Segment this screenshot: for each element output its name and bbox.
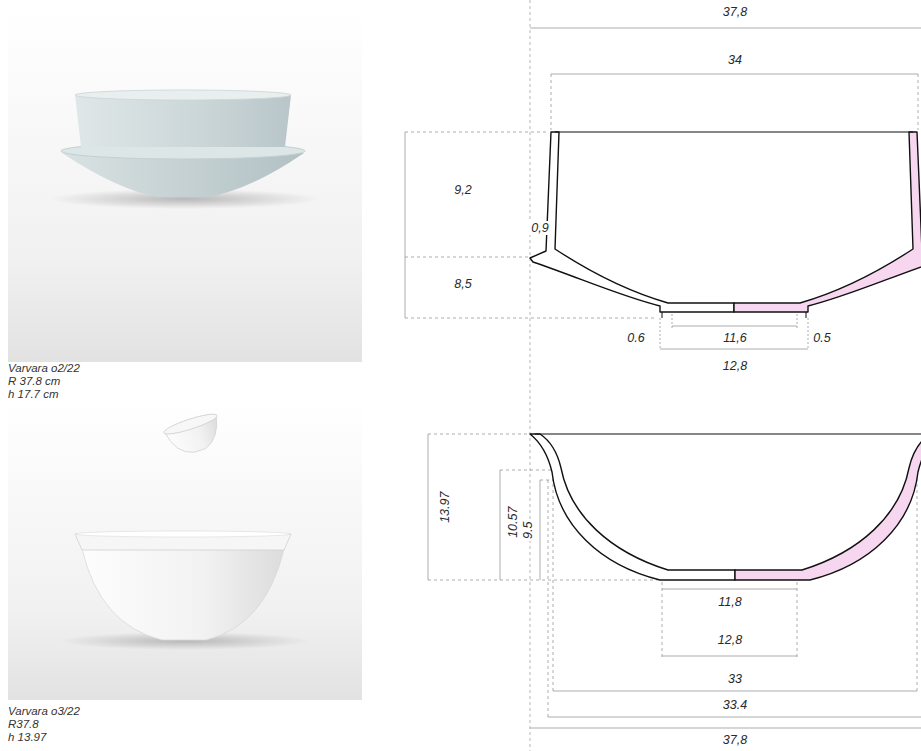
dimension-label: 9,2	[452, 183, 473, 197]
dimension-line	[662, 589, 797, 590]
dimension-line	[548, 717, 921, 718]
bowl-rim	[75, 90, 291, 100]
dimension-label: 12,8	[716, 633, 744, 647]
extension-line	[660, 318, 661, 350]
dimension-label: 33.4	[721, 698, 749, 712]
small-bowl-rim	[162, 411, 218, 438]
dimension-line	[530, 28, 921, 29]
dimension-line	[551, 74, 918, 75]
caption-text: R37.8	[8, 718, 39, 731]
extension-line	[548, 480, 549, 718]
rim-line	[535, 433, 921, 434]
dimension-line	[405, 132, 406, 318]
dimension-lines	[405, 28, 921, 350]
dimension-label: 0.5	[811, 331, 832, 345]
caption-text: R 37.8 cm	[8, 375, 60, 388]
extension-line	[662, 582, 663, 660]
section-mirror	[735, 434, 921, 580]
section-wall	[530, 434, 735, 580]
dimension-label: 33	[726, 672, 744, 686]
section-wall	[734, 132, 921, 312]
section-wall	[530, 132, 734, 312]
extension-line	[405, 318, 656, 319]
bowl-wall	[75, 95, 291, 147]
extension-line	[917, 472, 918, 692]
bowl-section	[530, 434, 921, 580]
render-background	[8, 10, 362, 362]
extension-line	[808, 318, 809, 350]
bowl-cone	[62, 153, 304, 197]
caption-text: Varvara o3/22	[8, 705, 80, 718]
bowl-rim	[75, 531, 291, 537]
extension-line	[405, 132, 549, 133]
extension-line	[553, 472, 554, 692]
dimension-line	[530, 728, 921, 729]
reference-line	[530, 0, 531, 751]
section-mirror	[734, 132, 921, 312]
dimension-label: 12,8	[721, 359, 749, 373]
dimension-label: 37,8	[721, 733, 749, 747]
dimension-label: 8,5	[452, 277, 473, 291]
dimension-line	[428, 434, 429, 580]
dimension-line	[660, 349, 808, 350]
foot-tick	[662, 312, 663, 318]
dimension-label: 9.5	[521, 519, 535, 540]
extension-line	[500, 470, 552, 471]
dimension-lines	[428, 434, 921, 728]
extension-line	[428, 434, 528, 435]
section-wall	[735, 434, 921, 580]
dimension-label: 0.6	[625, 331, 646, 345]
dimension-line	[672, 326, 797, 327]
dimension-label: 13.97	[439, 489, 453, 524]
small-bowl	[162, 411, 225, 460]
extension-line	[797, 582, 798, 660]
dimension-label: 10.57	[507, 504, 521, 539]
dimension-line	[540, 480, 541, 580]
dimension-label: 11,6	[721, 331, 748, 345]
caption-text: h 13.97	[8, 731, 46, 744]
dimension-label: 34	[726, 53, 744, 67]
caption-text: h 17.7 cm	[8, 388, 59, 401]
extension-line	[405, 257, 528, 258]
dimension-line	[500, 470, 501, 580]
caption-text: Varvara o2/22	[8, 362, 80, 375]
extension-line	[551, 74, 552, 130]
foot-tick	[806, 312, 807, 318]
dimension-line	[662, 656, 797, 657]
extension-line	[428, 580, 658, 581]
dimension-label: 0,9	[529, 221, 550, 235]
bowl-section	[530, 132, 921, 318]
dimension-line	[553, 691, 917, 692]
bowl-body	[82, 549, 284, 640]
render-background	[8, 400, 362, 700]
rim-line	[555, 131, 913, 132]
dimension-label: 37,8	[721, 5, 749, 19]
dimension-label: 11,8	[716, 595, 743, 609]
extension-line	[918, 74, 919, 130]
